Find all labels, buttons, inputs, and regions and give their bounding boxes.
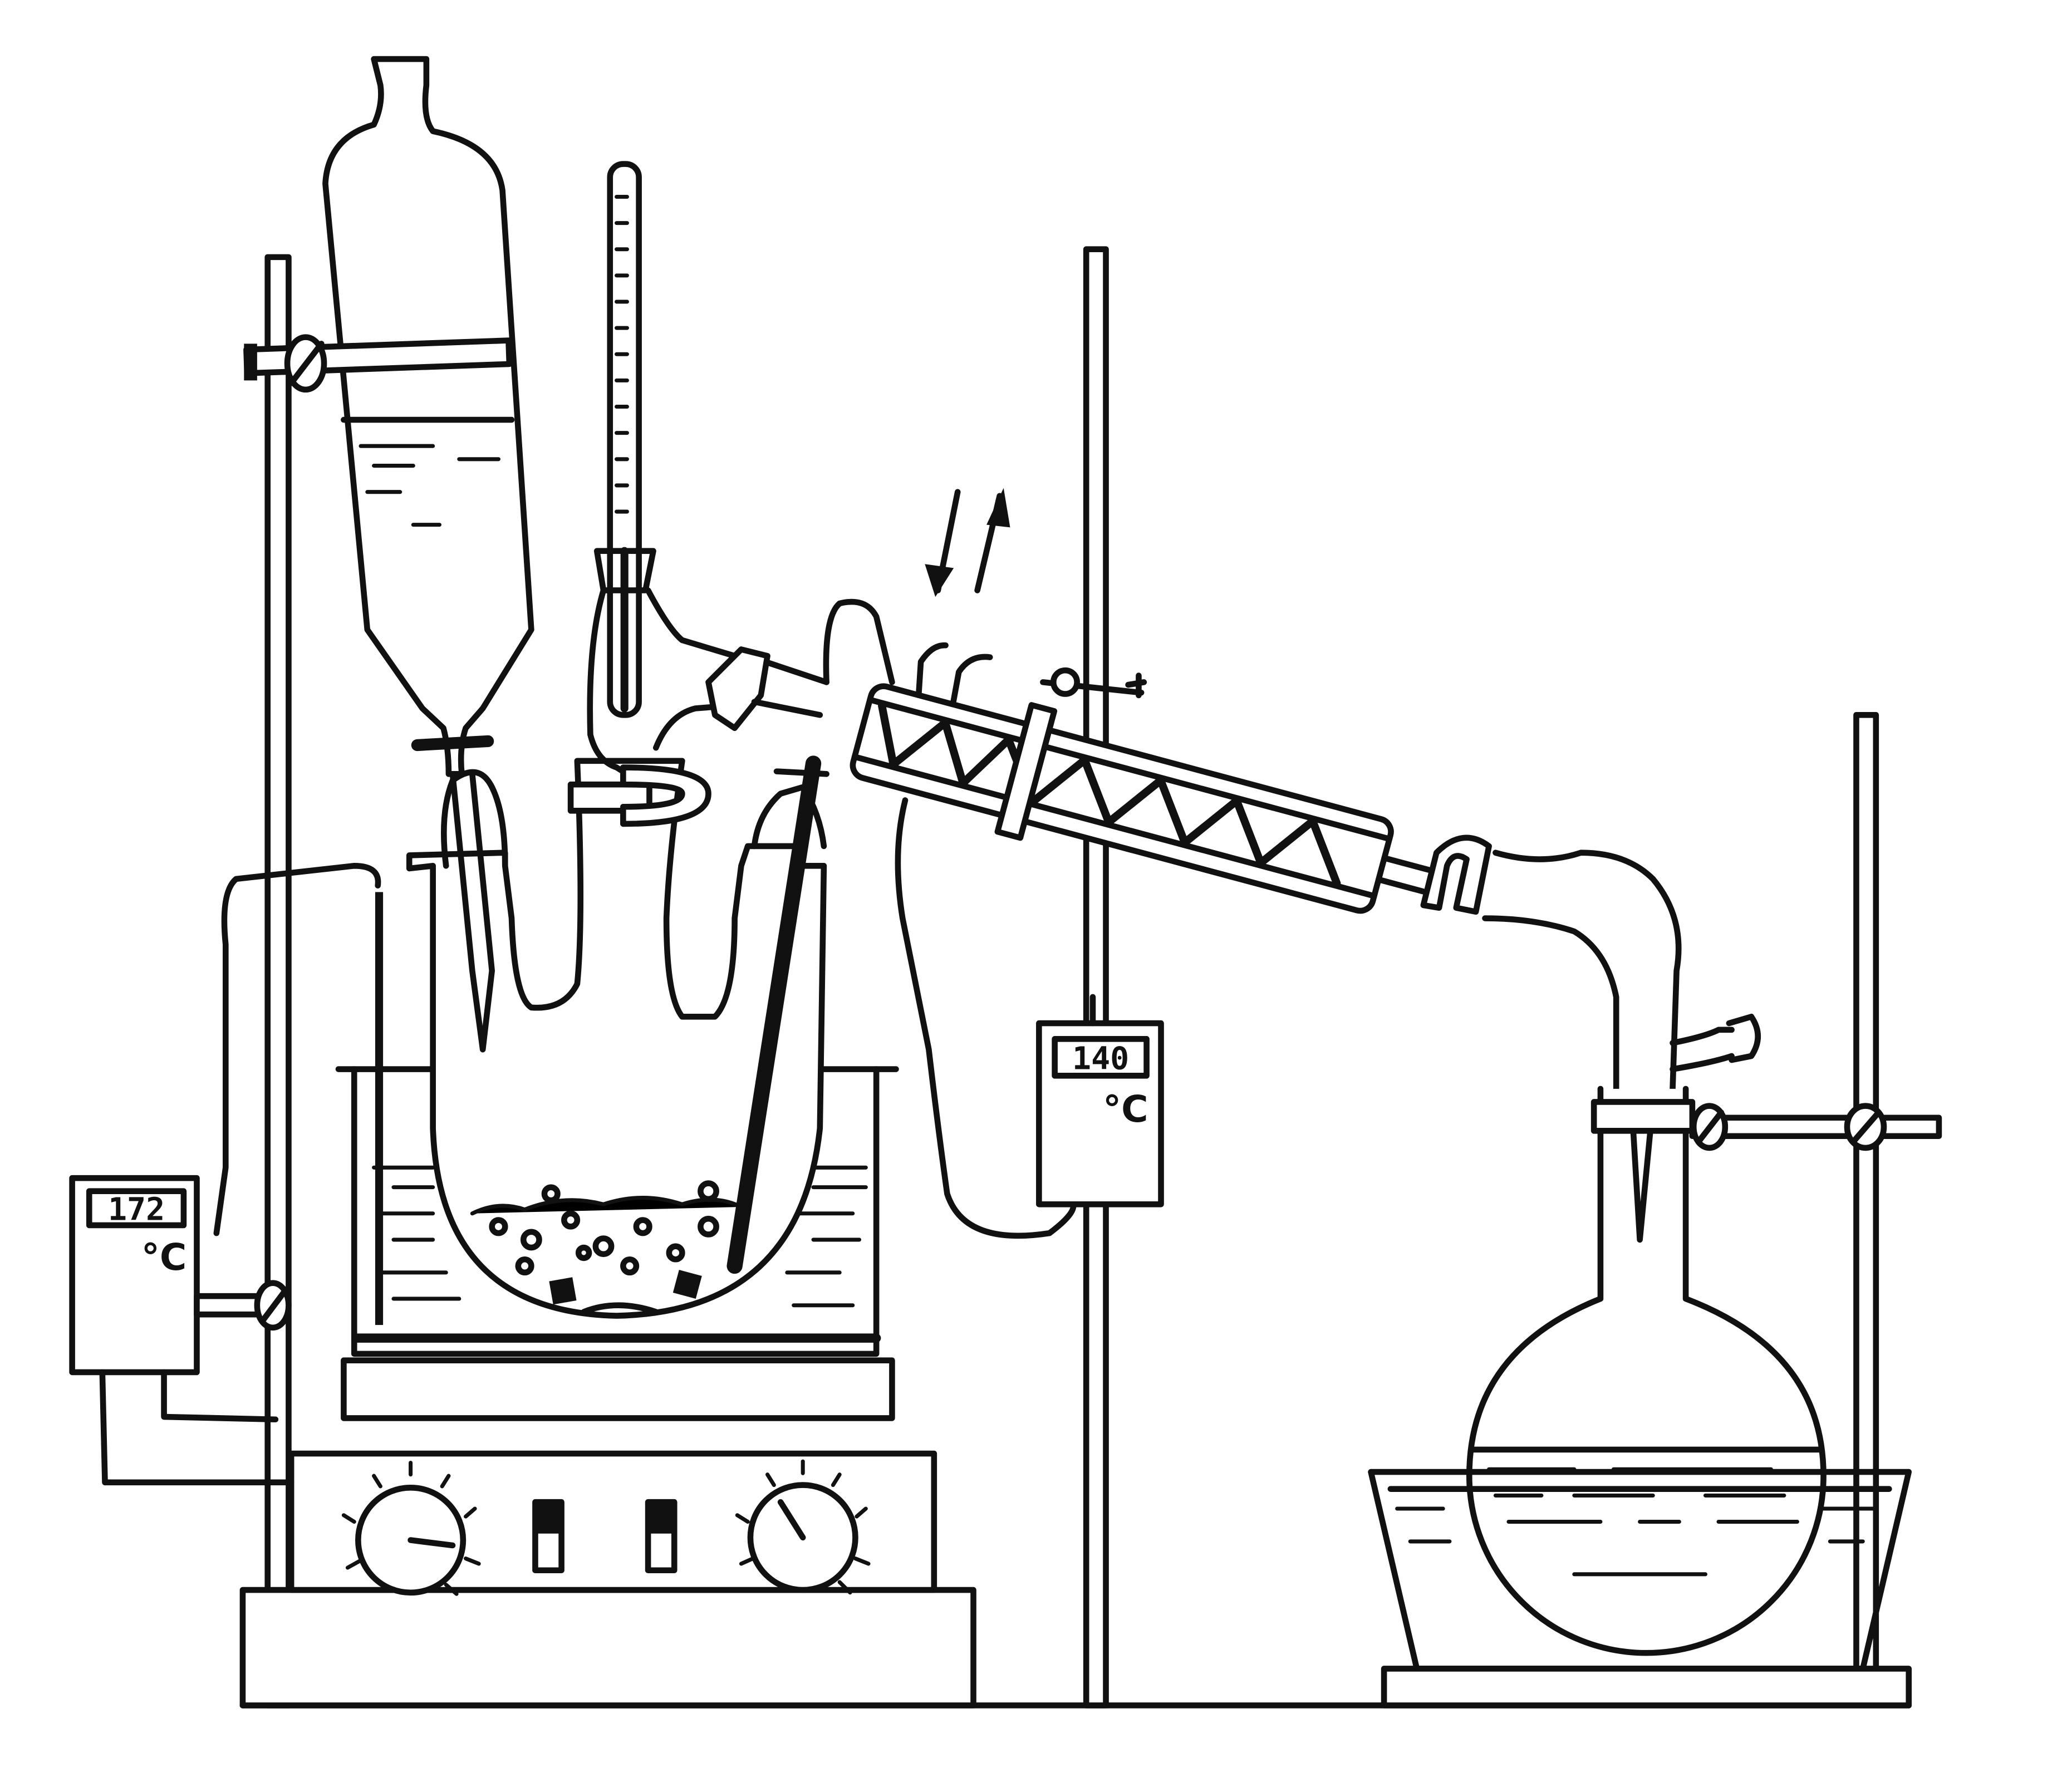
middle-controller-reading: 140 <box>1072 1041 1129 1077</box>
addition-funnel <box>322 56 534 1053</box>
water-out-arrow <box>974 488 1010 593</box>
condenser-clamp <box>1040 667 1147 699</box>
hot-plate-stirrer <box>239 1357 976 1708</box>
cooling-bath <box>1368 1469 1912 1708</box>
left-controller-reading: 172 <box>108 1192 165 1228</box>
left-temperature-controller: 172 °C <box>69 1175 292 1376</box>
receiving-flask <box>1466 1086 1827 1656</box>
thermometer <box>593 161 656 718</box>
keck-clip-left <box>567 764 711 827</box>
three-neck-flask <box>406 758 827 1319</box>
left-support-stand <box>264 254 292 1708</box>
boiling-chips <box>470 1180 743 1276</box>
stir-knob <box>735 1459 871 1595</box>
funnel-clamp <box>243 334 513 393</box>
distillation-head <box>587 587 895 777</box>
liebig-condenser <box>850 642 1432 914</box>
vacuum-adapter <box>1482 850 1761 1092</box>
middle-controller-unit: °C <box>1103 1088 1148 1131</box>
power-switch <box>532 1499 564 1574</box>
keck-clip-right <box>1420 834 1492 915</box>
middle-temperature-controller: 140 °C <box>1036 1020 1164 1207</box>
middle-support-stand <box>1083 246 1109 1708</box>
water-in-arrow <box>925 489 961 597</box>
temperature-probe <box>726 755 829 1274</box>
controller-wires <box>99 797 1096 1486</box>
heat-switch <box>645 1499 678 1574</box>
stir-bar <box>581 1302 659 1315</box>
heat-knob <box>341 1460 481 1596</box>
left-controller-unit: °C <box>141 1236 186 1279</box>
